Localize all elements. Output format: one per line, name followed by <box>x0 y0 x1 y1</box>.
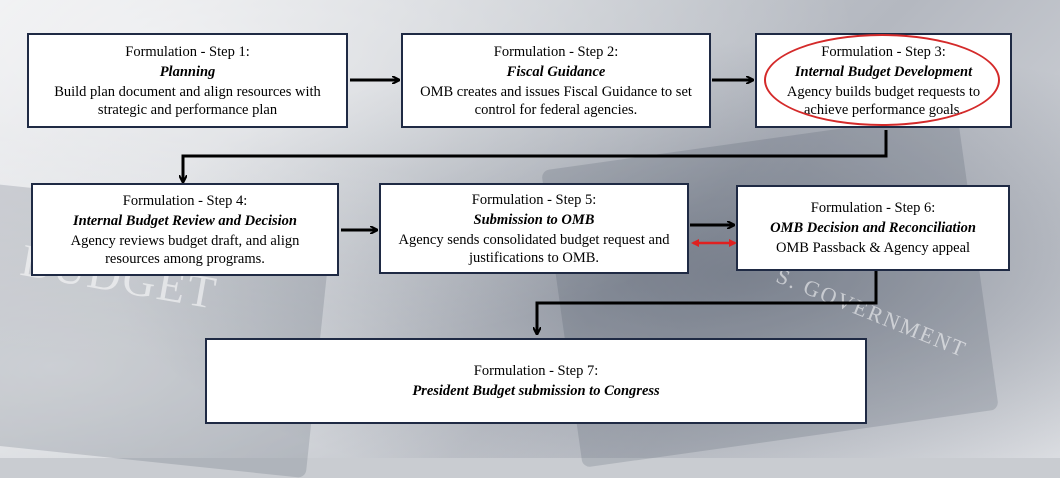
step-7-title: President Budget submission to Congress <box>412 383 660 399</box>
step-2-number: Formulation - Step 2: <box>493 43 619 60</box>
step-5-box: Formulation - Step 5: Submission to OMB … <box>379 183 689 274</box>
step-1-box: Formulation - Step 1: Planning Build pla… <box>27 33 348 128</box>
step-5-description: Agency sends consolidated budget request… <box>398 231 670 266</box>
step-1-description: Build plan document and align resources … <box>54 83 321 118</box>
step-2-description: OMB creates and issues Fiscal Guidance t… <box>420 83 692 118</box>
step-6-description: OMB Passback & Agency appeal <box>775 240 971 256</box>
step-2-box: Formulation - Step 2: Fiscal Guidance OM… <box>401 33 711 128</box>
step-4-number: Formulation - Step 4: <box>122 192 248 209</box>
step-4-title: Internal Budget Review and Decision <box>73 212 297 229</box>
step-6-box: Formulation - Step 6: OMB Decision and R… <box>736 185 1010 271</box>
step-5-number: Formulation - Step 5: <box>471 191 597 208</box>
step-1-title: Planning <box>159 63 216 80</box>
step-4-description: Agency reviews budget draft, and align r… <box>70 232 300 267</box>
step-7-box: Formulation - Step 7: President Budget s… <box>205 338 867 424</box>
step-2-title: Fiscal Guidance <box>506 63 606 80</box>
step-6-title: OMB Decision and Reconciliation <box>770 220 976 236</box>
arrow-step6-to-step7 <box>537 270 878 333</box>
step-1-number: Formulation - Step 1: <box>125 43 250 60</box>
step-3-highlight-circle <box>764 34 1000 126</box>
step-5-title: Submission to OMB <box>473 211 595 228</box>
step-6-number: Formulation - Step 6: <box>810 200 936 216</box>
flow-arrows <box>0 0 888 458</box>
step-4-box: Formulation - Step 4: Internal Budget Re… <box>31 183 339 276</box>
arrow-step3-to-step4 <box>183 130 888 181</box>
step-7-number: Formulation - Step 7: <box>473 363 599 379</box>
